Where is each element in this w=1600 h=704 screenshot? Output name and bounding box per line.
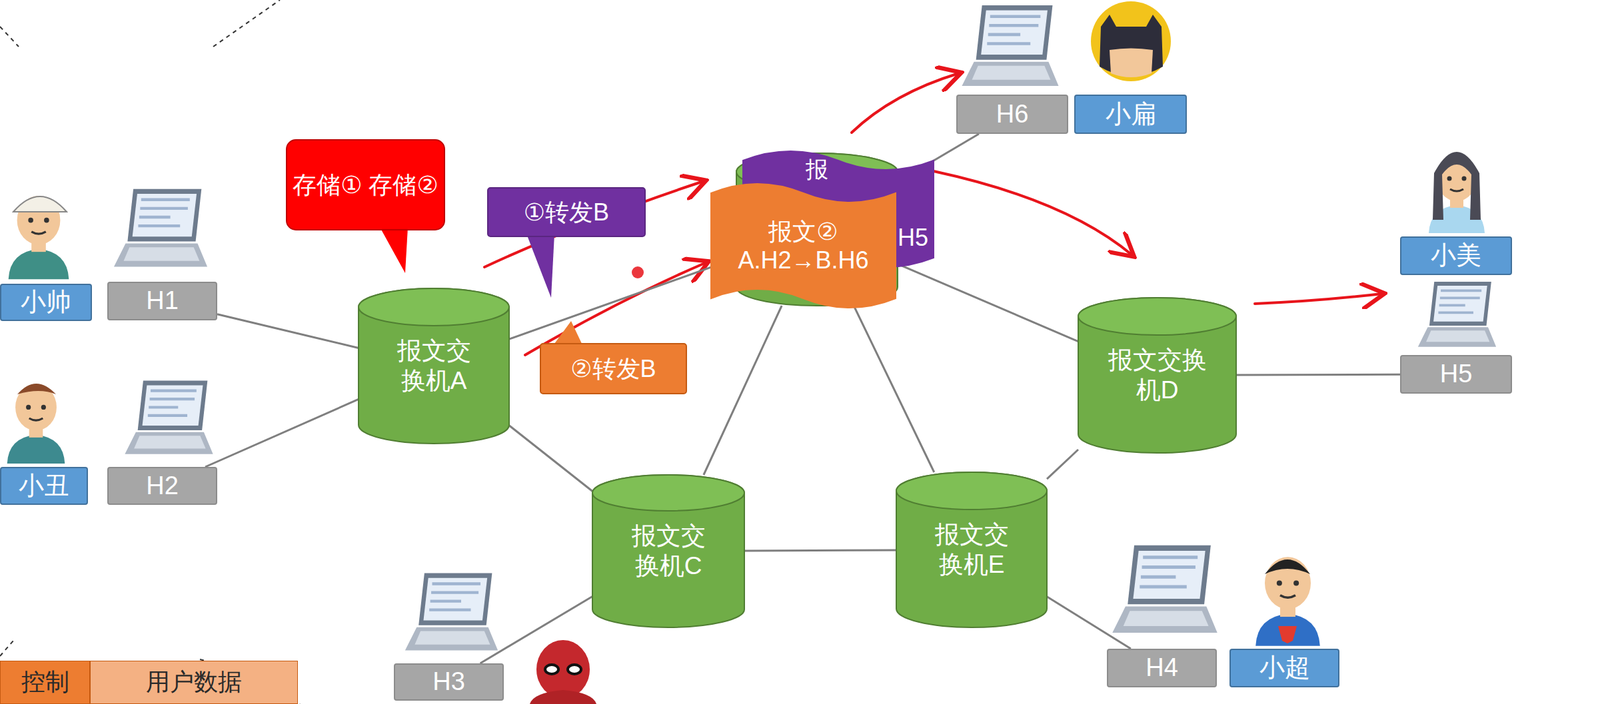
link-line: [853, 305, 935, 473]
node-text: H2: [145, 471, 179, 502]
node-outline: [358, 288, 510, 444]
link-line: [217, 314, 359, 349]
callout-box: 存储① 存储②: [286, 139, 445, 230]
band-cell: 用户数据: [89, 661, 298, 704]
switch-cylinder: 报文交 换机C: [592, 475, 745, 628]
link-line: [205, 399, 359, 468]
link-line: [1046, 597, 1131, 650]
node-outline: [592, 475, 745, 628]
node-text: 小美: [1430, 240, 1482, 272]
host-label: H3: [393, 663, 504, 702]
node-text: 小丑: [18, 471, 70, 502]
node-outline: [711, 183, 896, 308]
user-label: 小扁: [1074, 94, 1187, 134]
host-label: H6: [956, 94, 1069, 134]
node-outline: [1078, 297, 1237, 454]
link-line: [1236, 373, 1401, 377]
link-line: [1046, 449, 1079, 480]
node-text: H5: [1440, 359, 1473, 390]
band-cell: 控制: [0, 661, 90, 704]
node-text: 报文交 换机C: [601, 521, 736, 582]
node-text: 报文交换 机D: [1087, 345, 1227, 406]
node-text: ②转发B: [570, 354, 656, 384]
node-text: H6: [996, 99, 1029, 130]
node-text: 报文②: [768, 217, 838, 246]
host-label: H1: [107, 281, 218, 321]
switch-cylinder: 报文交 换机E: [896, 472, 1047, 628]
switch-cylinder: 报: [736, 153, 898, 306]
node-outline: [896, 472, 1047, 628]
node-text: 报: [805, 155, 829, 184]
node-text: 报文交 换机A: [367, 336, 500, 396]
node-text: H3: [432, 667, 466, 698]
node-text: A.H2→B.H6: [737, 245, 869, 275]
link-line: [744, 550, 897, 552]
link-line: [703, 305, 782, 476]
node-text: 小扁: [1105, 99, 1157, 130]
user-label: 小美: [1400, 236, 1513, 276]
switch-cylinder: 报文交换 机D: [1078, 297, 1237, 454]
node-text: H1: [145, 285, 179, 317]
link-line: [897, 263, 1079, 342]
node-text: H4: [1145, 653, 1179, 684]
host-label: H5: [1400, 355, 1513, 394]
band-text: 控制: [21, 666, 70, 700]
user-label: 小丑: [0, 467, 88, 506]
node-text: 小帅: [20, 287, 72, 318]
message-flag: 报文②A.H2→B.H6: [711, 183, 896, 308]
node-text: H5: [897, 223, 929, 252]
band-text: 用户数据: [145, 666, 242, 700]
node-text: 存储① 存储②: [292, 170, 439, 200]
host-label: H2: [107, 467, 218, 506]
user-label: 小帅: [0, 283, 92, 322]
host-label: H4: [1106, 649, 1217, 688]
node-text: 小超: [1259, 653, 1311, 684]
callout-box: ①转发B: [487, 187, 646, 237]
switch-cylinder: 报文交 换机A: [358, 288, 510, 444]
callout-box: ②转发B: [540, 343, 687, 394]
node-text: ①转发B: [523, 197, 610, 227]
user-label: 小超: [1229, 649, 1340, 688]
link-line: [509, 425, 593, 492]
link-line: [480, 597, 594, 665]
node-text: 报文交 换机E: [905, 520, 1038, 580]
